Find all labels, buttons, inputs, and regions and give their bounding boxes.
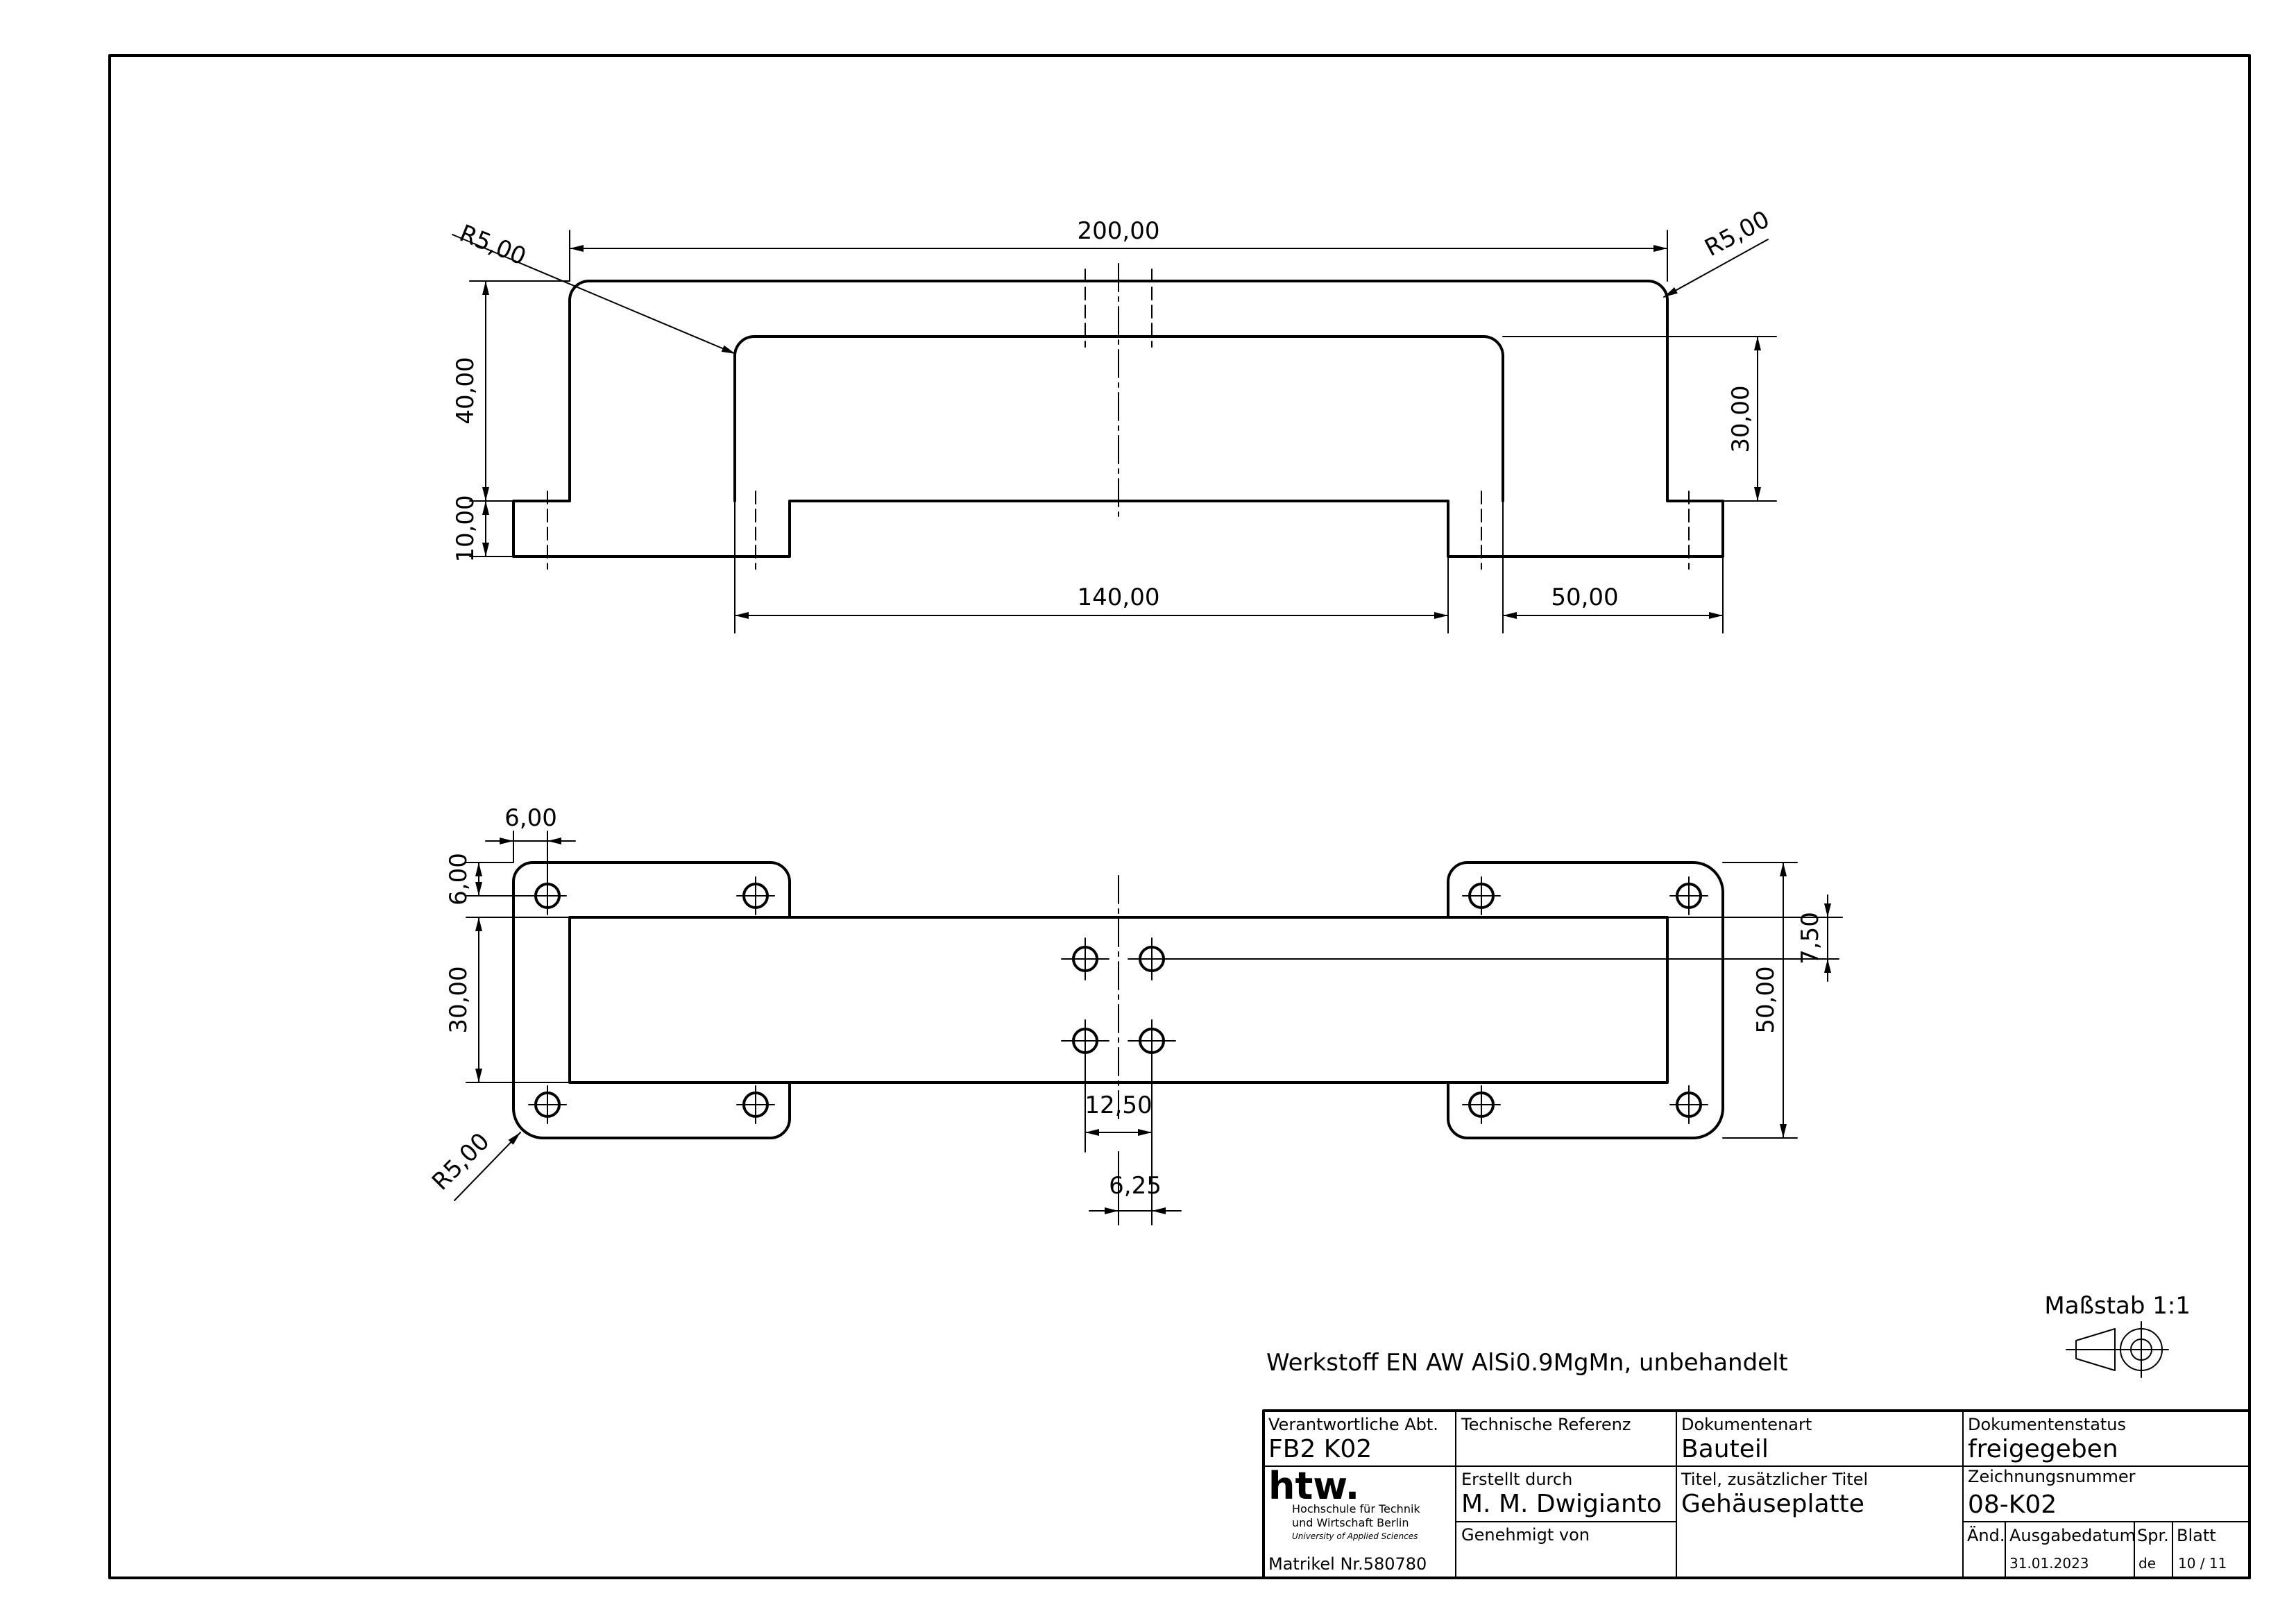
language-label: Spr. — [2137, 1526, 2169, 1545]
tech-ref-label: Technische Referenz — [1461, 1415, 1631, 1434]
dim-total-height: 50,00 — [1752, 966, 1780, 1033]
approved-by-label: Genehmigt von — [1461, 1525, 1590, 1545]
dim-radius-right: R5,00 — [1700, 205, 1774, 262]
projection-symbol — [2066, 1321, 2169, 1378]
issue-date-label: Ausgabedatum — [2009, 1526, 2136, 1545]
plan-view: 6,00 6,00 30,00 R5,00 12,50 6,25 7,50 — [427, 804, 1843, 1225]
sheet-value: 10 / 11 — [2178, 1555, 2227, 1572]
institution-line1: Hochschule für Technik — [1292, 1502, 1420, 1515]
created-by-value: M. M. Dwigianto — [1461, 1490, 1662, 1518]
title-label: Titel, zusätzlicher Titel — [1681, 1470, 1868, 1489]
title-block: Verantwortliche Abt. FB2 K02 Technische … — [1262, 1409, 2251, 1579]
front-view: 200,00 R5,00 R5,00 40,00 10,00 30,00 140… — [452, 205, 1777, 634]
dim-width-overall: 200,00 — [1078, 217, 1160, 245]
issue-date-value: 31.01.2023 — [2009, 1555, 2089, 1572]
matrikel: Matrikel Nr.580780 — [1268, 1554, 1427, 1574]
dim-height-outer: 40,00 — [452, 357, 479, 424]
sheet-label: Blatt — [2177, 1526, 2216, 1545]
dim-inner-width: 140,00 — [1078, 584, 1160, 611]
dim-height-inner: 30,00 — [1727, 385, 1755, 452]
dim-flange-width: 50,00 — [1551, 584, 1618, 611]
drawing-number-label: Zeichnungsnummer — [1968, 1467, 2136, 1486]
institution-line2: und Wirtschaft Berlin — [1292, 1516, 1409, 1529]
drawing-number-value: 08-K02 — [1968, 1490, 2057, 1519]
sheet-border — [108, 54, 2251, 1579]
scale-label: Maßstab 1:1 — [2044, 1292, 2191, 1320]
dim-hole-y: 6,00 — [445, 853, 473, 906]
material-note: Werkstoff EN AW AlSi0.9MgMn, unbehandelt — [1266, 1349, 1788, 1377]
doc-status-label: Dokumentenstatus — [1968, 1415, 2126, 1434]
dim-plan-radius: R5,00 — [427, 1128, 495, 1196]
doc-type-label: Dokumentenart — [1681, 1415, 1812, 1434]
department-label: Verantwortliche Abt. — [1268, 1415, 1438, 1434]
doc-type-value: Bauteil — [1681, 1435, 1769, 1463]
dim-offset: 7,50 — [1796, 912, 1824, 965]
dim-hole-spacing: 12,50 — [1085, 1091, 1152, 1119]
dim-half-spacing: 6,25 — [1109, 1172, 1162, 1200]
revision-label: Änd. — [1967, 1525, 2005, 1545]
title-value: Gehäuseplatte — [1681, 1490, 1864, 1518]
language-value: de — [2138, 1555, 2156, 1572]
plan-view-outline — [512, 861, 1724, 1139]
department-value: FB2 K02 — [1268, 1435, 1372, 1463]
dim-flange-thickness: 10,00 — [452, 495, 479, 562]
doc-status-value: freigegeben — [1968, 1435, 2118, 1463]
dim-hole-x: 6,00 — [504, 804, 557, 832]
created-by-label: Erstellt durch — [1461, 1470, 1572, 1489]
dim-body-height: 30,00 — [445, 966, 473, 1033]
institution-line3: University of Applied Sciences — [1292, 1531, 1418, 1541]
htw-logo: htw. — [1268, 1464, 1359, 1508]
front-view-inner-outline — [733, 335, 1504, 502]
dim-radius-left: R5,00 — [456, 219, 530, 271]
